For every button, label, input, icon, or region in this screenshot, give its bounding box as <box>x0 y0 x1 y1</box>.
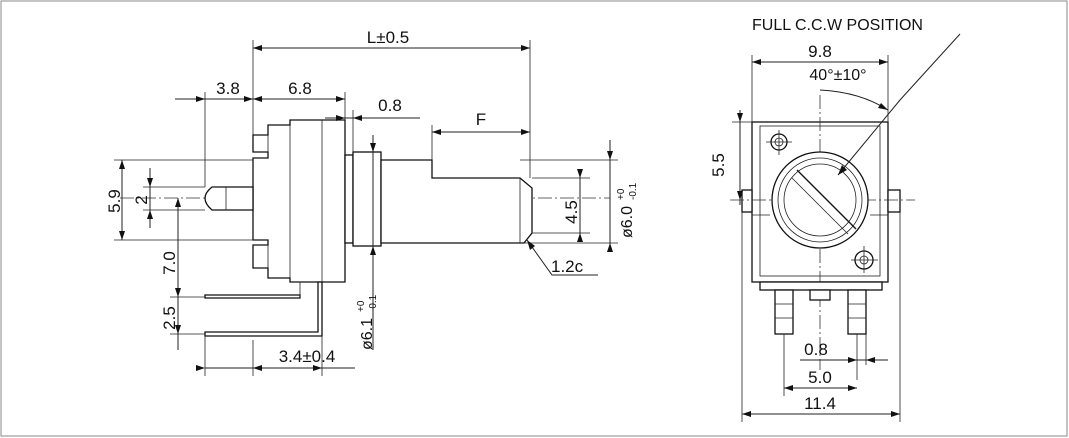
dim-5-9-label: 5.9 <box>105 189 124 213</box>
front-terminal-1 <box>774 289 794 335</box>
front-dim-0-8-label: 0.8 <box>804 340 828 359</box>
front-side-tab-right <box>887 189 901 213</box>
front-terminal-3 <box>847 289 867 335</box>
front-terminal-2 <box>809 289 831 301</box>
front-shaft-outer <box>771 151 869 249</box>
dim-11-4-label: 11.4 <box>804 394 836 413</box>
front-base <box>759 281 883 291</box>
dim-6-1-label: ø6.1 <box>359 318 376 350</box>
dim-4-5-label: 4.5 <box>562 200 581 224</box>
dim-5-5-label: 5.5 <box>709 153 728 177</box>
dim-6-0-label: ø6.0 <box>619 206 636 238</box>
bushing <box>352 151 382 247</box>
dim-3-4-label: 3.4±0.4 <box>279 347 336 366</box>
front-side-tab-left <box>741 189 753 213</box>
mount-pin-lower <box>204 281 323 337</box>
mount-pin-upper <box>204 294 301 299</box>
dim-6-0-tol-lower: -0.1 <box>628 182 639 200</box>
dim-chamfer-label: 1.2c <box>551 257 584 276</box>
detent-bump <box>204 186 254 211</box>
terminal-housing <box>252 119 346 283</box>
dim-6-0-tol-upper: +0 <box>616 188 627 200</box>
front-shaft-flat <box>796 169 857 230</box>
bushing-flange <box>344 154 354 244</box>
dim-6-8-label: 6.8 <box>288 79 312 98</box>
dim-0-8-label: 0.8 <box>378 96 402 115</box>
dim-F-label: F <box>476 110 486 129</box>
side-view: L±0.5 3.8 6.8 0.8 F 5.9 <box>105 28 639 376</box>
dim-L-label: L±0.5 <box>367 28 409 47</box>
dim-5-0-label: 5.0 <box>808 368 832 387</box>
dim-2-label: 2 <box>132 195 151 204</box>
dim-3-8-label: 3.8 <box>216 79 240 98</box>
front-view: FULL C.C.W POSITION 9.8 40°±10° 5.5 0.8 … <box>709 17 961 422</box>
dim-9-8-label: 9.8 <box>808 42 832 61</box>
dim-angle-label: 40°±10° <box>809 67 866 84</box>
dim-7-0-label: 7.0 <box>160 251 179 275</box>
dim-2-5-label: 2.5 <box>160 306 179 330</box>
full-ccw-callout: FULL C.C.W POSITION <box>752 17 923 34</box>
dim-6-1-tol-lower: -0.1 <box>368 294 379 312</box>
dim-6-1-tol-upper: +0 <box>356 300 367 312</box>
shaft <box>380 159 533 244</box>
